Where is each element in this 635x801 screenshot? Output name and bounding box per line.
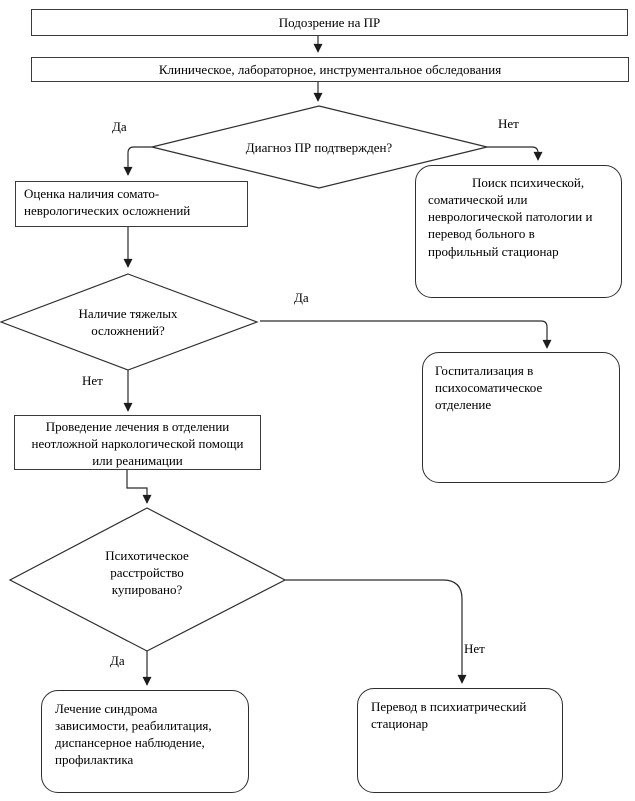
edge-label-d1-yes: Да	[112, 119, 127, 134]
edge-label-d2-yes: Да	[294, 290, 309, 305]
decision-diagnosis-confirmed-label: Диагноз ПР подтвержден?	[245, 140, 393, 155]
decision-diagnosis-confirmed-shape	[151, 105, 488, 189]
edge-label-d1-no: Нет	[498, 116, 519, 131]
node-somatic-assessment: Оценка наличия сомато- неврологических о…	[15, 181, 248, 227]
connector-d3-no-psychiatric	[285, 579, 467, 684]
connector-treatment-d3	[126, 470, 152, 504]
decision-psychosis-stopped-shape	[8, 507, 287, 652]
decision-severe-complications-label: Наличие тяжелых осложнений?	[78, 306, 178, 339]
connector-d1-yes-assessment	[123, 146, 152, 176]
edge-label-d3-yes: Да	[110, 653, 125, 668]
edge-label-d3-no: Нет	[464, 641, 485, 656]
node-treatment-narcology: Проведение лечения в отделении неотложно…	[14, 415, 261, 470]
decision-severe-complications-shape	[0, 273, 259, 371]
node-examination: Клиническое, лабораторное, инструменталь…	[31, 57, 629, 82]
edge-label-d2-no: Нет	[82, 373, 103, 388]
decision-psychosis-stopped-label: Психотическое расстройство купировано?	[105, 548, 189, 598]
connector-d1-no-search	[487, 146, 543, 161]
node-suspicion: Подозрение на ПР	[31, 9, 628, 36]
node-dependence-treatment: Лечение синдрома зависимости, реабилитац…	[41, 690, 249, 793]
node-transfer-psychiatric: Перевод в психиатрический стационар	[357, 688, 563, 793]
node-search-pathology: Поиск психической, соматической или невр…	[415, 165, 622, 298]
node-hospitalization-psychosomatic: Госпитализация в психосоматическое отдел…	[422, 352, 620, 483]
connector-d2-yes-hosp	[260, 320, 552, 349]
